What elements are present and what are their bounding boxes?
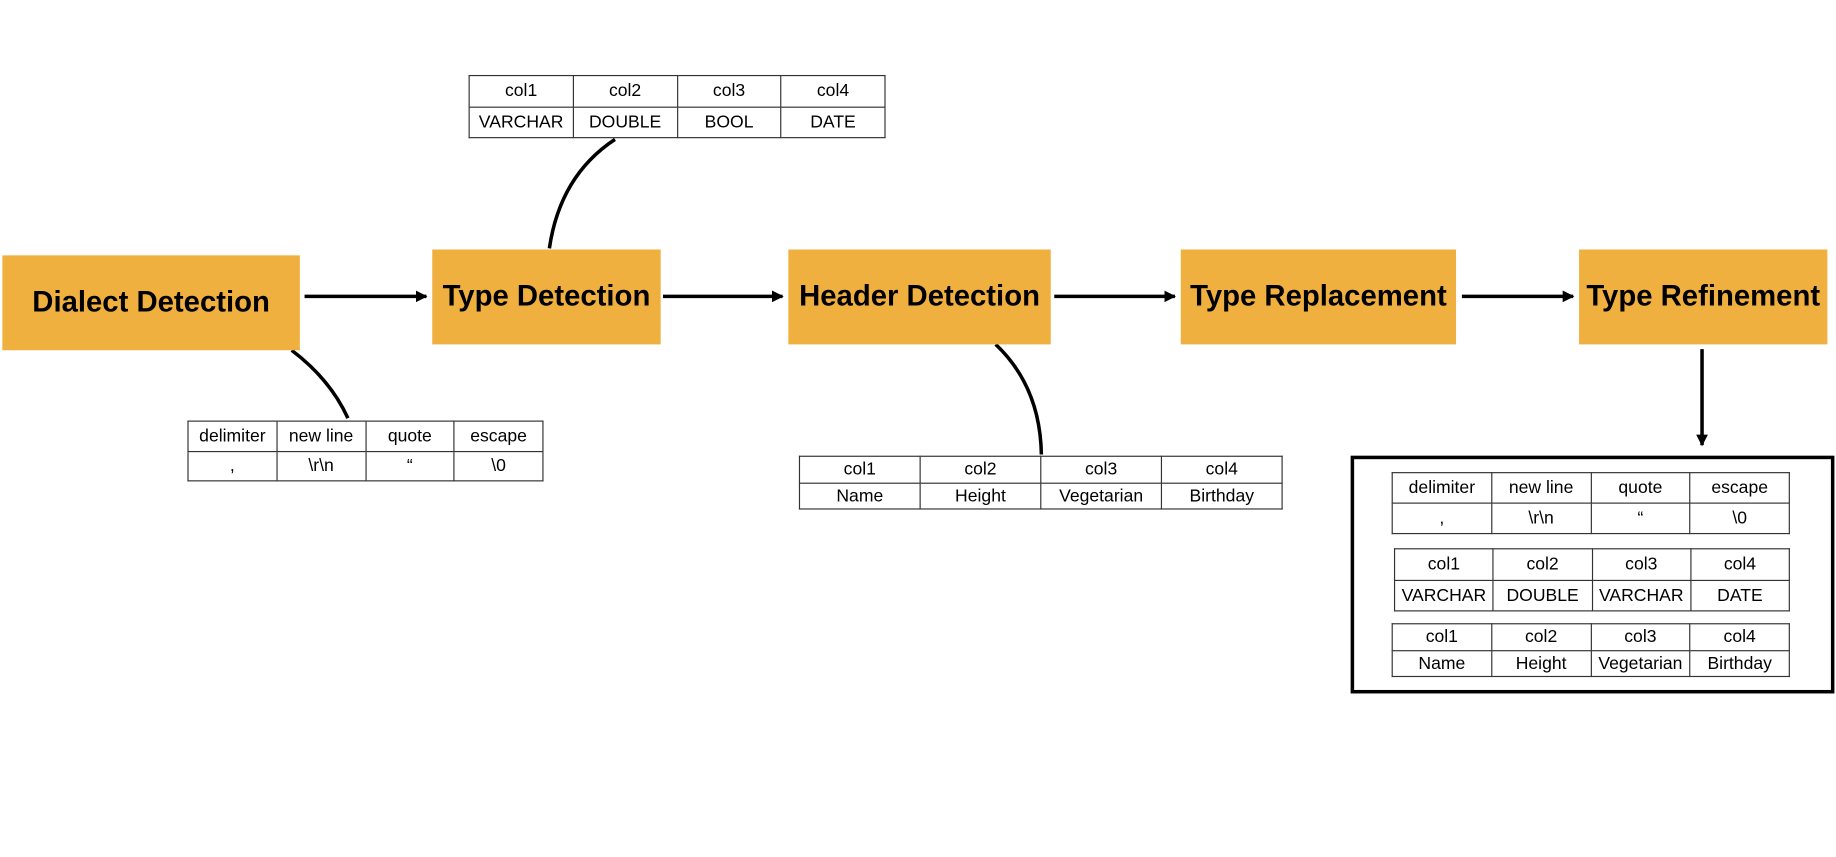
table-cell: \r\n — [1490, 502, 1592, 535]
table-cell: DATE — [1690, 579, 1790, 612]
table-cell: quote — [364, 420, 455, 452]
table-cell: “ — [364, 450, 455, 482]
table-cell: col4 — [1689, 623, 1790, 651]
table-cell: col1 — [468, 74, 574, 108]
table-header-row: delimiter new line quote escape — [187, 420, 544, 452]
table-cell: , — [1391, 502, 1493, 535]
table-cell: col3 — [1040, 455, 1163, 484]
connector-dialect-table — [290, 348, 350, 419]
stage-label: Type Refinement — [1586, 279, 1821, 313]
table-cell: escape — [453, 420, 544, 452]
table-header-row: col1 col2 col3 col4 — [468, 74, 886, 108]
table-cell: BOOL — [676, 106, 782, 139]
table-cell: “ — [1590, 502, 1691, 535]
table-cell: Birthday — [1689, 649, 1790, 678]
table-row: , \r\n “ \0 — [1391, 502, 1790, 535]
table-cell: col1 — [1391, 623, 1493, 651]
table-cell: \0 — [453, 450, 544, 482]
table-cell: quote — [1590, 472, 1691, 504]
table-cell: DOUBLE — [1492, 579, 1593, 612]
table-row: VARCHAR DOUBLE VARCHAR DATE — [1393, 579, 1790, 612]
table-row: , \r\n “ \0 — [187, 450, 544, 482]
table-cell: Name — [798, 482, 921, 510]
table-cell: col3 — [676, 74, 782, 108]
table-cell: col4 — [1690, 548, 1790, 581]
table-cell: col1 — [1393, 548, 1494, 581]
table-cell: , — [187, 450, 278, 482]
table-cell: col3 — [1590, 623, 1691, 651]
table-row: Name Height Vegetarian Birthday — [798, 482, 1283, 510]
table-cell: col2 — [1492, 548, 1593, 581]
table-header-row: col1 col2 col3 col4 — [1393, 548, 1790, 581]
connectors — [290, 137, 1708, 455]
table-cell: Vegetarian — [1590, 649, 1691, 678]
stage-label: Type Detection — [442, 279, 651, 313]
stage-label: Type Replacement — [1190, 279, 1447, 313]
table-cell: col1 — [798, 455, 921, 484]
table-header-row: delimiter new line quote escape — [1391, 472, 1790, 504]
stage-type-refinement: Type Refinement — [1579, 249, 1828, 345]
refined-dialect-table: delimiter new line quote escape , \r\n “… — [1391, 472, 1790, 535]
stage-type-replacement: Type Replacement — [1180, 249, 1457, 345]
table-cell: new line — [1490, 472, 1592, 504]
table-cell: \r\n — [276, 450, 367, 482]
table-cell: col2 — [1490, 623, 1592, 651]
stage-label: Header Detection — [799, 279, 1040, 313]
table-cell: Vegetarian — [1040, 482, 1163, 510]
table-cell: col3 — [1591, 548, 1692, 581]
table-cell: \0 — [1689, 502, 1790, 535]
stage-header-detection: Header Detection — [788, 249, 1051, 345]
table-cell: delimiter — [1391, 472, 1493, 504]
table-header-row: col1 col2 col3 col4 — [798, 455, 1283, 484]
stage-dialect-detection: Dialect Detection — [2, 255, 300, 351]
table-cell: DOUBLE — [572, 106, 678, 139]
table-header-row: col1 col2 col3 col4 — [1391, 623, 1790, 651]
table-cell: Height — [1490, 649, 1592, 678]
connector-type-table — [547, 137, 616, 249]
table-cell: VARCHAR — [468, 106, 574, 139]
table-row: VARCHAR DOUBLE BOOL DATE — [468, 106, 886, 139]
table-cell: col2 — [572, 74, 678, 108]
table-cell: new line — [276, 420, 367, 452]
table-cell: escape — [1689, 472, 1790, 504]
table-cell: col4 — [1160, 455, 1283, 484]
table-cell: Height — [919, 482, 1042, 510]
table-cell: col4 — [780, 74, 886, 108]
stage-label: Dialect Detection — [32, 285, 270, 319]
refined-summary-box — [1350, 455, 1835, 694]
table-cell: Birthday — [1160, 482, 1283, 510]
dialect-table: delimiter new line quote escape , \r\n “… — [187, 420, 544, 482]
table-cell: DATE — [780, 106, 886, 139]
table-cell: delimiter — [187, 420, 278, 452]
type-table: col1 col2 col3 col4 VARCHAR DOUBLE BOOL … — [468, 74, 886, 139]
connector-header-table — [994, 343, 1044, 455]
table-cell: Name — [1391, 649, 1493, 678]
stage-type-detection: Type Detection — [432, 249, 661, 345]
refined-header-table: col1 col2 col3 col4 Name Height Vegetari… — [1391, 623, 1790, 678]
header-table: col1 col2 col3 col4 Name Height Vegetari… — [798, 455, 1283, 510]
table-cell: VARCHAR — [1393, 579, 1494, 612]
table-cell: col2 — [919, 455, 1042, 484]
table-row: Name Height Vegetarian Birthday — [1391, 649, 1790, 678]
table-cell: VARCHAR — [1591, 579, 1692, 612]
refined-type-table: col1 col2 col3 col4 VARCHAR DOUBLE VARCH… — [1393, 548, 1790, 612]
